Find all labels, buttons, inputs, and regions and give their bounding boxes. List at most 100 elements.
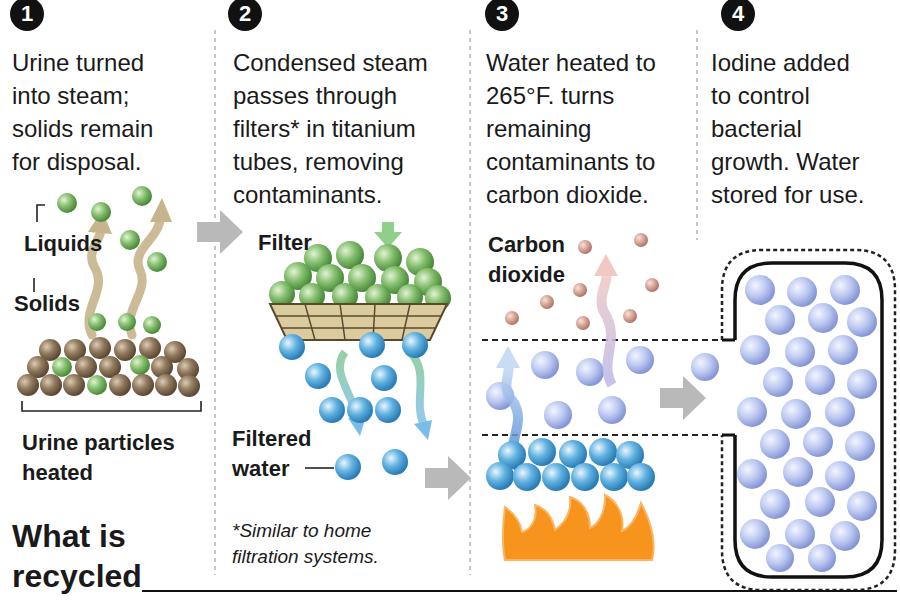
section-rule (142, 590, 897, 592)
co2-molecule (645, 278, 659, 292)
part-label: Liquids (24, 229, 144, 259)
steam-droplet (626, 346, 654, 374)
steam-droplet (544, 401, 572, 429)
water-droplet (305, 363, 331, 389)
water-droplet (847, 369, 877, 399)
step-description: Water heated to 265°F. turns remaining c… (486, 46, 691, 211)
tank-outline (722, 250, 895, 590)
solid-particle (40, 374, 62, 396)
part-label: Filtered water (232, 424, 342, 484)
water-droplet (740, 519, 770, 549)
water-droplet (808, 303, 838, 333)
water-droplet (600, 463, 628, 491)
solid-particle (155, 374, 177, 396)
callout-circle: 4 (721, 0, 755, 31)
water-droplet (781, 399, 811, 429)
water-droplet (828, 335, 858, 365)
flow-arrow (197, 210, 243, 254)
heat-arrow (601, 270, 612, 385)
liquid-droplet (130, 355, 150, 375)
step-description: Iodine added to control bacterial growth… (711, 46, 873, 211)
column-divider (696, 30, 698, 240)
callout-circle: 3 (485, 0, 519, 31)
water-droplet (765, 305, 795, 335)
water-droplet (760, 429, 790, 459)
water-droplet (589, 438, 617, 466)
liquid-droplet (52, 357, 72, 377)
water-droplet (763, 367, 793, 397)
steam-droplet (598, 396, 626, 424)
co2-molecule (578, 240, 592, 254)
water-droplet (825, 397, 855, 427)
water-droplet (371, 365, 397, 391)
liquid-droplet (132, 186, 152, 206)
water-droplet (279, 334, 305, 360)
column-divider (214, 30, 216, 575)
water-droplet (486, 462, 514, 490)
water-droplet (375, 397, 401, 423)
pipe-wall (482, 339, 722, 341)
co2-molecule (623, 309, 637, 323)
step-description: Urine turned into steam; solids remain f… (12, 46, 174, 178)
steam-droplet (576, 358, 604, 386)
water-droplet (745, 275, 775, 305)
part-label: Urine particles heated (22, 428, 212, 488)
solid-particle (63, 374, 85, 396)
water-droplet (627, 463, 655, 491)
water-droplet (528, 438, 556, 466)
callout-number: 4 (732, 1, 744, 27)
section-heading: What is recycled (12, 516, 152, 596)
part-label: Carbon dioxide (488, 230, 598, 290)
callout-number: 3 (496, 1, 508, 27)
callout-number: 2 (239, 1, 251, 27)
filter-mesh (282, 327, 436, 329)
water-droplet (402, 332, 428, 358)
footnote: *Similar to home filtration systems. (232, 518, 437, 570)
water-droplet (335, 454, 361, 480)
flow-arrowhead (414, 420, 432, 440)
pipe-wall (722, 434, 735, 437)
water-droplet (803, 427, 833, 457)
water-droplet (785, 519, 815, 549)
filter-mesh (340, 304, 345, 340)
water-droplet (766, 544, 794, 572)
solid-particle (75, 356, 97, 378)
co2-molecule (573, 283, 587, 297)
water-droplet (805, 365, 835, 395)
bracket (37, 205, 45, 222)
water-droplet (783, 457, 813, 487)
water-droplet (347, 397, 373, 423)
solid-particle (132, 374, 154, 396)
tank-wall (735, 263, 882, 577)
callout-circle: 2 (228, 0, 262, 31)
solid-particle (114, 339, 136, 361)
water-droplet (830, 521, 860, 551)
part-label: Solids (14, 289, 134, 319)
water-droplet (760, 489, 790, 519)
heat-arrowhead (496, 346, 520, 368)
water-droplet (808, 544, 836, 572)
vapor-arrowhead (150, 198, 172, 222)
steam-droplet (691, 353, 719, 381)
steam-droplet (531, 351, 559, 379)
column-divider (469, 30, 471, 575)
water-droplet (382, 449, 408, 475)
liquid-droplet (143, 316, 161, 334)
liquid-droplet (91, 202, 111, 222)
co2-molecule (540, 295, 554, 309)
liquid-droplet (147, 252, 167, 272)
solid-particle (178, 375, 200, 397)
liquid-droplet (87, 375, 107, 395)
co2-molecule (634, 233, 648, 247)
filter-mesh (276, 315, 441, 317)
water-droplet (830, 275, 860, 305)
part-label: Filter (258, 228, 378, 258)
bracket (33, 278, 35, 292)
water-droplet (359, 332, 385, 358)
flow-arrow (408, 350, 424, 425)
water-droplet (847, 491, 877, 521)
liquid-droplet (118, 313, 136, 331)
liquid-droplet (120, 230, 140, 250)
bracket (22, 401, 201, 411)
